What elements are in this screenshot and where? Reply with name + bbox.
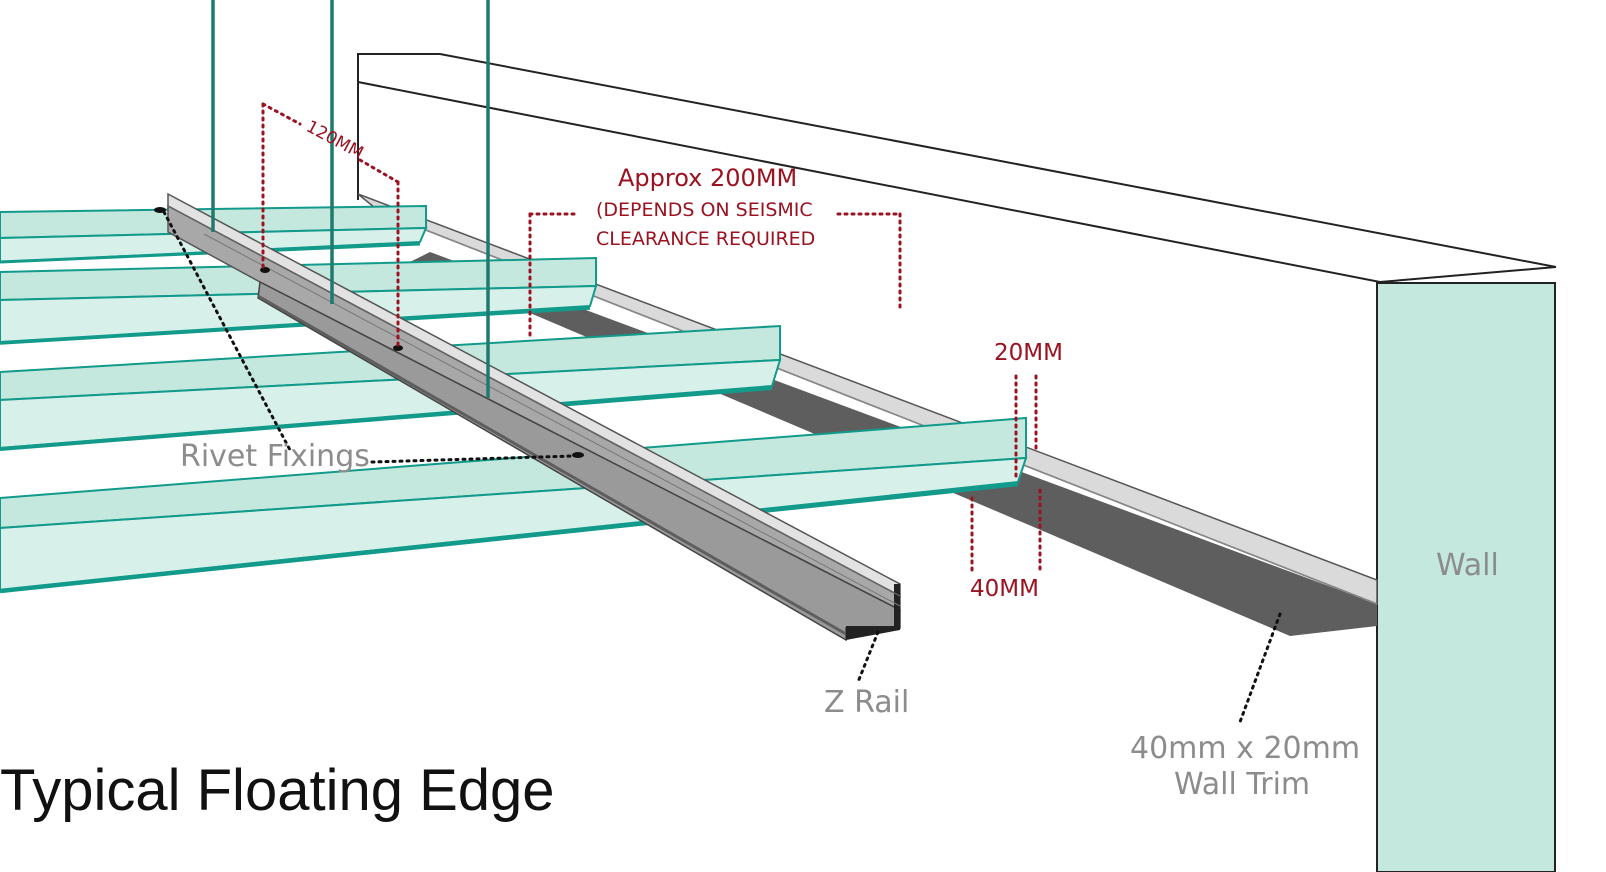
dimension-seismic-line1: (DEPENDS ON SEISMIC: [596, 199, 813, 221]
cross-tee-4: [0, 416, 1028, 594]
dimension-seismic-line2: CLEARANCE REQUIRED: [596, 228, 815, 250]
dimension-lines: [261, 102, 1042, 576]
wall-trim-label: Wall Trim: [1174, 767, 1310, 802]
rivet-points: [154, 207, 584, 458]
diagram-title: Typical Floating Edge: [0, 758, 555, 823]
z-rail-label: Z Rail: [824, 685, 909, 720]
dimension-approx-200mm-label: Approx 200MM: [618, 164, 797, 192]
wall-block: [1376, 282, 1556, 872]
wall-outline: [357, 53, 1557, 284]
wall-trim-size-label: 40mm x 20mm: [1130, 731, 1360, 766]
leader-lines: [162, 210, 1282, 724]
rivet-fixings-label: Rivet Fixings: [180, 439, 370, 474]
dimension-20mm-label: 20MM: [994, 340, 1063, 366]
wall-label: Wall: [1436, 548, 1499, 583]
dimension-40mm-label: 40MM: [970, 576, 1039, 602]
z-rail: [167, 192, 901, 642]
hanger-wires: [211, 0, 490, 398]
